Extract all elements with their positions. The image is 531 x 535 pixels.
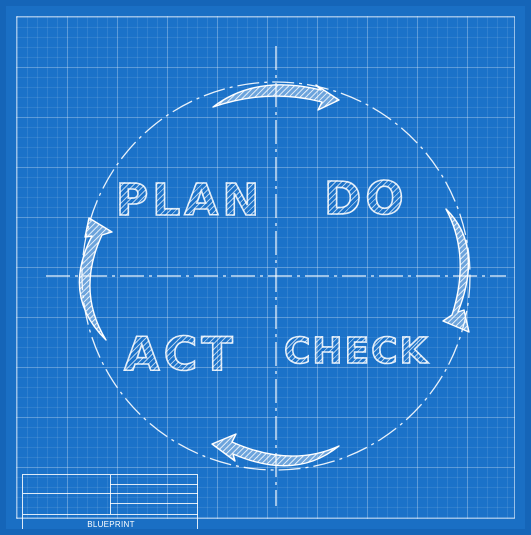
arrow-do-to-check <box>442 208 470 333</box>
quadrant-label-plan: PLAN <box>115 175 264 226</box>
blueprint-grid <box>16 16 515 519</box>
quadrant-label-check: CHECK <box>283 331 430 372</box>
title-block-label: BLUEPRINT <box>87 520 135 529</box>
title-block: BLUEPRINT <box>22 474 198 529</box>
title-block-divider <box>23 514 198 515</box>
arrow-act-to-plan <box>78 217 113 341</box>
quadrant-label-act: ACT <box>123 327 237 381</box>
arrow-plan-to-do <box>212 84 340 111</box>
quadrant-label-do: DO <box>323 172 408 225</box>
title-block-divider <box>110 475 111 514</box>
title-block-divider <box>110 503 198 504</box>
title-block-divider <box>110 484 198 485</box>
pdca-cycle-diagram <box>46 46 506 506</box>
arrow-check-to-act <box>211 433 340 467</box>
